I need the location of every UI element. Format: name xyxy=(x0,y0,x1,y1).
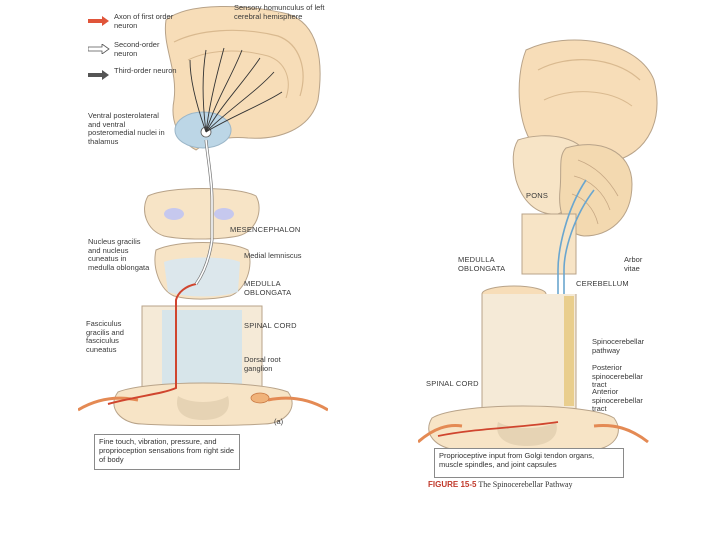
legend-second-order-text: Second-order neuron xyxy=(114,41,184,58)
medulla-label: MEDULLA OBLONGATA xyxy=(458,256,516,273)
midbrain-nucleus xyxy=(214,208,234,220)
spinocerebellar-pathway-label: Spinocerebellar pathway xyxy=(592,338,658,355)
right-panel: PONS MEDULLA OBLONGATA Arbor vitae CEREB… xyxy=(418,30,658,492)
medial-lemniscus-label: Medial lemniscus xyxy=(244,252,304,261)
arbor-vitae-label: Arbor vitae xyxy=(624,256,658,273)
legend-third-order-text: Third-order neuron xyxy=(114,67,184,76)
medulla-label: MEDULLA OBLONGATA xyxy=(244,280,314,297)
panel-a-label: (a) xyxy=(274,418,294,427)
mesencephalon-label: MESENCEPHALON xyxy=(230,226,320,235)
solid-arrow-icon xyxy=(88,16,110,26)
fasciculus-label: Fasciculus gracilis and fasciculus cunea… xyxy=(86,320,144,354)
spinal-cord-label: SPINAL CORD xyxy=(426,380,486,389)
dorsal-root-ganglion xyxy=(251,393,269,403)
tract-column xyxy=(564,296,574,406)
cerebellum-label: CEREBELLUM xyxy=(576,280,646,289)
dorsal-root-ganglion-label: Dorsal root ganglion xyxy=(244,356,304,373)
pons-label: PONS xyxy=(526,192,566,201)
legend-first-order-text: Axon of first order neuron xyxy=(114,13,184,30)
outline-arrow-icon xyxy=(88,44,110,54)
midbrain-nucleus xyxy=(164,208,184,220)
dark-arrow-icon xyxy=(88,70,110,80)
figure-number: FIGURE 15-5 xyxy=(428,480,476,489)
spinocerebellar-diagram xyxy=(418,30,658,492)
nucleus-label: Nucleus gracilis and nucleus cuneatus in… xyxy=(88,238,150,272)
right-caption: Proprioceptive input from Golgi tendon o… xyxy=(434,448,624,478)
dorsal-column-blue xyxy=(162,310,242,386)
posterior-tract-label: Posterior spinocerebellar tract xyxy=(592,364,658,390)
homunculus-label: Sensory homunculus of left cerebral hemi… xyxy=(234,4,326,21)
left-caption: Fine touch, vibration, pressure, and pro… xyxy=(94,434,240,470)
spinal-cord-label: SPINAL CORD xyxy=(244,322,304,331)
figure-caption: FIGURE 15-5 The Spinocerebellar Pathway xyxy=(428,480,648,489)
figure-title: The Spinocerebellar Pathway xyxy=(478,480,572,489)
thalamus-label: Ventral posterolateral and ventral poste… xyxy=(88,112,170,146)
left-panel: Axon of first order neuron Second-order … xyxy=(78,0,328,470)
spinal-cord-segment xyxy=(482,294,576,410)
anterior-tract-label: Anterior spinocerebellar tract xyxy=(592,388,658,414)
